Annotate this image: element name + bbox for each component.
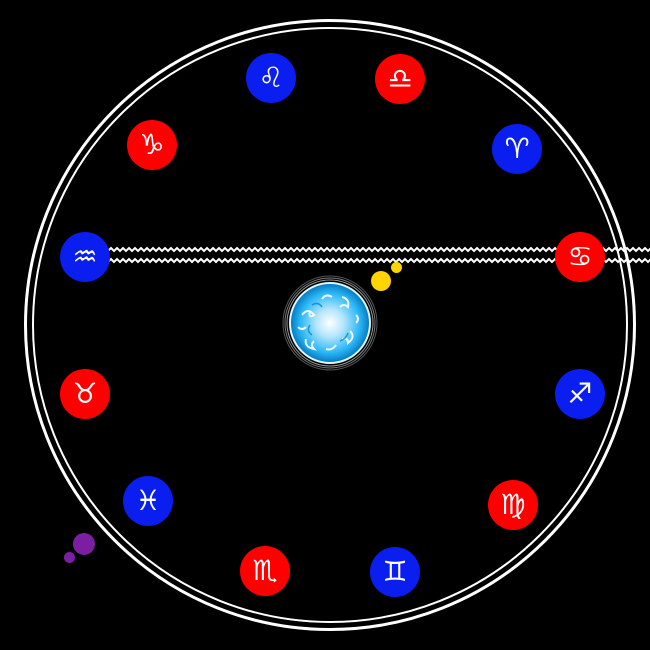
- outer-ring: [24, 19, 636, 631]
- purple-orb-small: [64, 552, 75, 563]
- aries-sign-token[interactable]: ♈: [492, 124, 542, 174]
- pisces-glyph-icon: ♓: [135, 484, 161, 517]
- inner-ring: [32, 27, 628, 623]
- yellow-orb-small: [391, 262, 402, 273]
- gemini-sign-token[interactable]: ♊: [370, 547, 420, 597]
- libra-glyph-icon: ♎: [387, 62, 413, 95]
- capricorn-sign-token[interactable]: ♑: [127, 120, 177, 170]
- aquarius-glyph-icon: ♒: [72, 240, 98, 273]
- pisces-sign-token[interactable]: ♓: [123, 476, 173, 526]
- scorpio-sign-token[interactable]: ♏: [240, 546, 290, 596]
- capricorn-glyph-icon: ♑: [139, 128, 165, 161]
- gemini-glyph-icon: ♊: [382, 555, 408, 588]
- cancer-glyph-icon: ♋: [567, 240, 593, 273]
- purple-orb-large: [73, 533, 95, 555]
- leo-glyph-icon: ♌: [258, 61, 284, 94]
- libra-sign-token[interactable]: ♎: [375, 54, 425, 104]
- scorpio-glyph-icon: ♏: [252, 554, 278, 587]
- sagittarius-glyph-icon: ♐: [567, 377, 593, 410]
- center-core-orb[interactable]: [282, 275, 378, 371]
- leo-sign-token[interactable]: ♌: [246, 53, 296, 103]
- yellow-orb-large: [371, 271, 391, 291]
- aries-glyph-icon: ♈: [504, 132, 530, 165]
- aquarius-sign-token[interactable]: ♒: [60, 232, 110, 282]
- swirling-water-orb-icon: [282, 275, 378, 371]
- taurus-glyph-icon: ♉: [72, 377, 98, 410]
- taurus-sign-token[interactable]: ♉: [60, 369, 110, 419]
- sagittarius-sign-token[interactable]: ♐: [555, 369, 605, 419]
- cancer-sign-token[interactable]: ♋: [555, 232, 605, 282]
- virgo-glyph-icon: ♍: [500, 488, 526, 521]
- virgo-sign-token[interactable]: ♍: [488, 480, 538, 530]
